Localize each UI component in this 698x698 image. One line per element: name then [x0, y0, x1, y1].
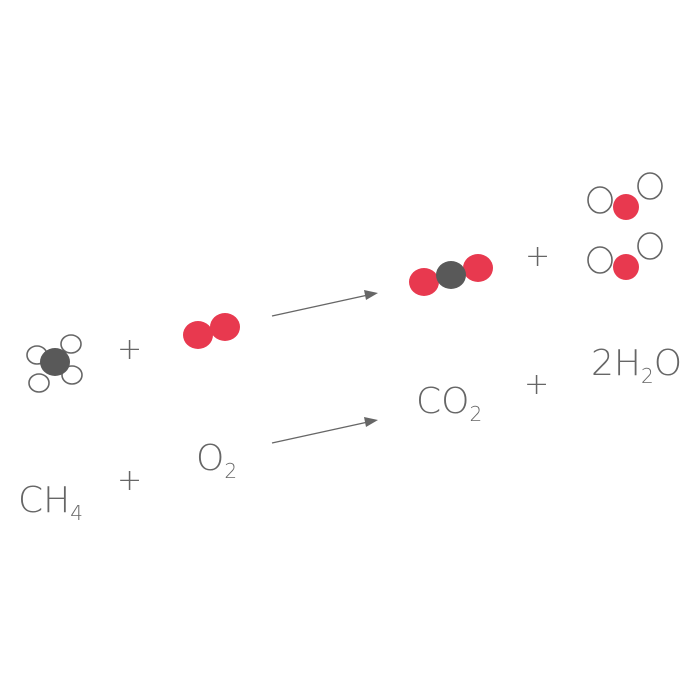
methane-symbol: CH: [18, 480, 70, 521]
water-oxygen-symbol: O: [654, 343, 682, 384]
hydrogen-atom: [637, 232, 663, 260]
hydrogen-atom: [61, 365, 83, 385]
oxygen-atom: [463, 254, 493, 282]
water-molecule: [587, 172, 663, 220]
formula-water: 2H2O: [591, 343, 682, 388]
formula-oxygen: O2: [196, 438, 237, 483]
water-hydrogen-symbol: H: [614, 343, 641, 384]
methane-molecule: [26, 334, 83, 393]
hydrogen-atom: [587, 186, 613, 214]
water-subscript: 2: [641, 364, 654, 388]
oxygen-atom: [183, 321, 213, 349]
carbon-dioxide-subscript: 2: [469, 402, 482, 426]
hydrogen-atom: [28, 373, 50, 393]
carbon-dioxide-molecule: [409, 254, 493, 296]
hydrogen-atom: [637, 172, 663, 200]
formula-carbon-dioxide: CO2: [416, 381, 482, 426]
methane-subscript: 4: [70, 501, 83, 525]
oxygen-symbol: O: [196, 438, 224, 479]
carbon-dioxide-symbol: CO: [416, 381, 469, 422]
plus-sign: +: [117, 332, 142, 367]
hydrogen-atom: [60, 334, 82, 354]
oxygen-atom: [613, 194, 639, 220]
water-molecule: [587, 232, 663, 280]
carbon-atom: [40, 348, 70, 376]
hydrogen-atom: [587, 246, 613, 274]
oxygen-atom: [210, 313, 240, 341]
oxygen-atom: [409, 268, 439, 296]
carbon-atom: [436, 261, 466, 289]
water-coefficient: 2: [591, 343, 614, 384]
reaction-arrow: [271, 417, 378, 444]
oxygen-molecule: [183, 313, 240, 349]
reaction-arrow: [271, 290, 378, 317]
plus-sign: +: [525, 239, 550, 274]
oxygen-atom: [613, 254, 639, 280]
formula-methane: CH4: [18, 480, 83, 525]
plus-sign: +: [117, 463, 142, 498]
oxygen-subscript: 2: [224, 459, 237, 483]
plus-sign: +: [524, 367, 549, 402]
